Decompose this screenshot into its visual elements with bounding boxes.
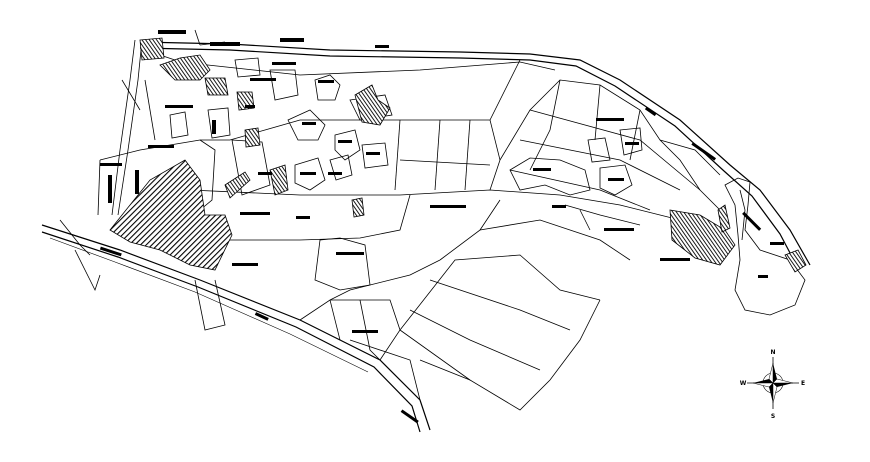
compass-west-label: W [740, 380, 747, 387]
compass-north-label: N [770, 349, 775, 356]
site-linework [41, 29, 811, 433]
compass-south-label: S [771, 413, 775, 420]
hatched-areas [109, 37, 807, 273]
label-blocks [99, 30, 784, 424]
compass-east-label: E [801, 380, 805, 387]
north-arrow-compass-icon: N S E W [740, 349, 805, 420]
